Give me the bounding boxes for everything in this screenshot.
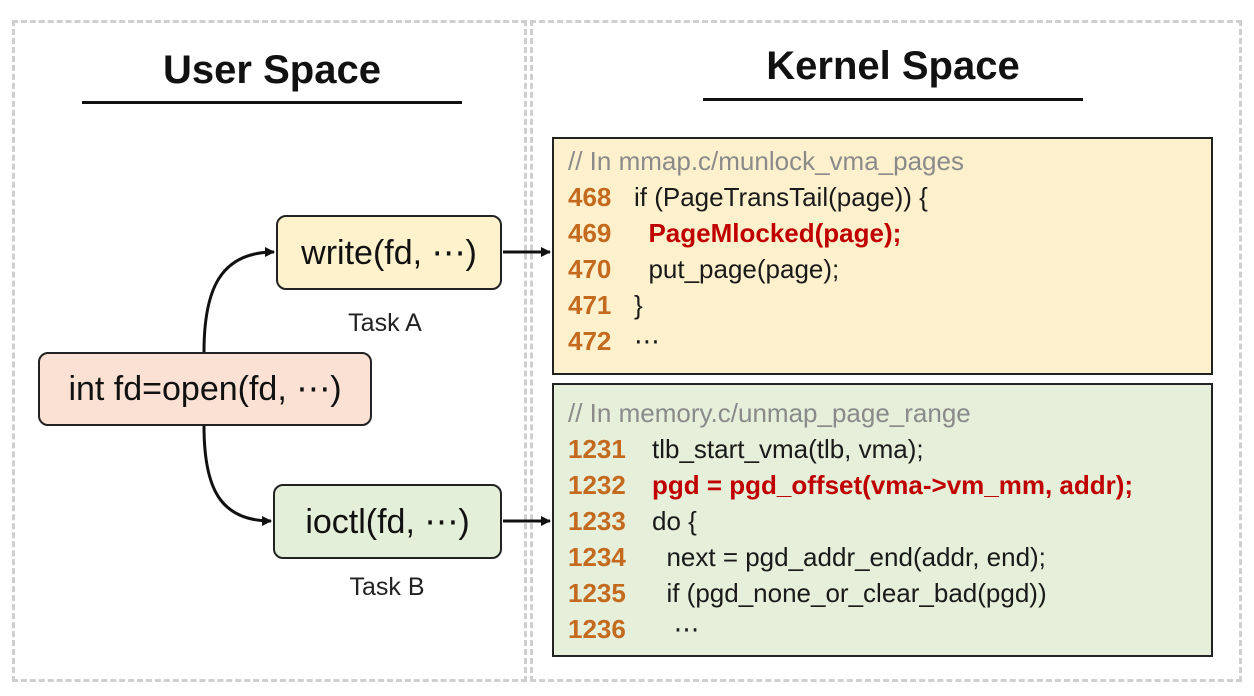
write-call-box: write(fd, ⋯) (276, 215, 502, 290)
code-line: 472 ⋯ (568, 325, 660, 357)
kernel-space-title: Kernel Space (766, 44, 1020, 88)
ioctl-call-box: ioctl(fd, ⋯) (273, 484, 502, 559)
code-line: 1234 next = pgd_addr_end(addr, end); (568, 541, 1046, 573)
code-line: 471} (568, 289, 643, 321)
code-comment: // In mmap.c/munlock_vma_pages (568, 146, 964, 176)
code-text: ⋯ (652, 614, 700, 644)
code-text: ⋯ (634, 326, 660, 356)
code-line-highlighted: 1232 pgd = pgd_offset(vma->vm_mm, addr); (568, 469, 1133, 501)
code-comment: // In memory.c/unmap_page_range (568, 398, 971, 428)
line-number: 1232 (568, 470, 626, 500)
code-text: if (PageTransTail(page)) { (634, 182, 928, 212)
task-b-label: Task B (349, 573, 425, 601)
code-line-highlighted: 469 PageMlocked(page); (568, 217, 901, 249)
line-number: 468 (568, 182, 612, 212)
line-number: 471 (568, 290, 612, 320)
task-a-label: Task A (348, 309, 422, 337)
code-line: 1235 if (pgd_none_or_clear_bad(pgd)) (568, 577, 1047, 609)
open-to-ioctl-arrow (202, 425, 272, 526)
code-text-highlighted: PageMlocked(page); (634, 218, 902, 248)
line-number: 472 (568, 326, 612, 356)
code-line: 468 if (PageTransTail(page)) { (568, 181, 928, 213)
line-number: 1236 (568, 614, 626, 644)
user-space-frame (12, 20, 527, 682)
code-text: if (pgd_none_or_clear_bad(pgd)) (652, 578, 1047, 608)
code-text: put_page(page); (634, 254, 840, 284)
line-number: 1231 (568, 434, 626, 464)
memory-code-panel: // In memory.c/unmap_page_range 1231 tlb_… (552, 383, 1213, 657)
line-number: 469 (568, 218, 612, 248)
user-space-title: User Space (163, 48, 381, 92)
code-text-highlighted: pgd = pgd_offset(vma->vm_mm, addr); (652, 470, 1134, 500)
code-text: tlb_start_vma(tlb, vma); (652, 434, 924, 464)
mmap-code-panel: // In mmap.c/munlock_vma_pages 468 if (Pa… (552, 137, 1213, 375)
code-text: next = pgd_addr_end(addr, end); (652, 542, 1046, 572)
kernel-space-underline (703, 98, 1083, 101)
code-line: 470 put_page(page); (568, 253, 839, 285)
open-call-box: int fd=open(fd, ⋯) (38, 352, 372, 426)
line-number: 1235 (568, 578, 626, 608)
code-line: 1233 do { (568, 505, 697, 537)
open-to-write-arrow (202, 247, 275, 353)
code-text: do { (652, 506, 697, 536)
code-text: } (634, 290, 643, 320)
line-number: 1233 (568, 506, 626, 536)
code-line: 1236 ⋯ (568, 613, 700, 645)
kernel-space-frame (530, 20, 1242, 682)
code-line: 1231 tlb_start_vma(tlb, vma); (568, 433, 924, 465)
user-space-underline (82, 101, 462, 104)
line-number: 1234 (568, 542, 626, 572)
line-number: 470 (568, 254, 612, 284)
